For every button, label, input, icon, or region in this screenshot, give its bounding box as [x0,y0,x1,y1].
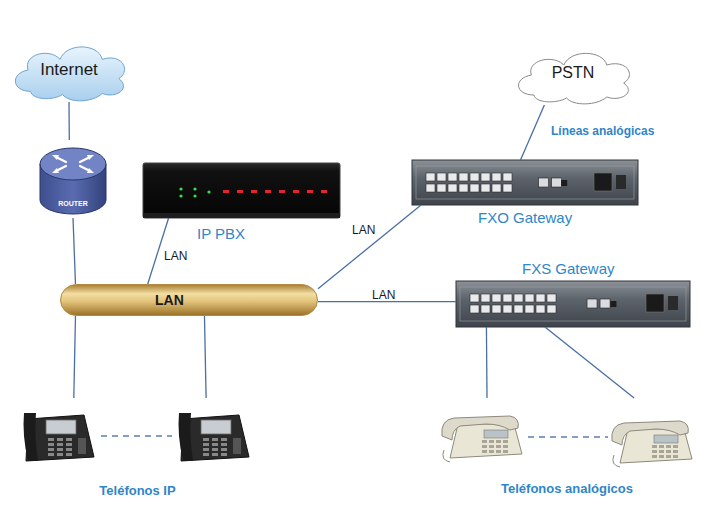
node-label: Teléfonos analógicos [438,482,696,497]
network-link [68,102,70,140]
pbx-device: IP PBX [143,163,340,218]
link-label: LAN [352,224,375,238]
gateway-device-shape [412,160,638,205]
network-cloud: PSTN [508,45,638,105]
router-icon: ROUTER [36,140,110,218]
network-link [204,316,206,398]
lan-bus: LAN [60,284,318,316]
analog-phone-group-shape [438,398,696,466]
gateway-device: FXS Gateway [456,281,690,327]
network-cloud: Internet [5,38,133,102]
lan-bus-shape [60,284,318,316]
network-link [520,105,544,160]
node-label: ROUTER [36,200,110,208]
gateway-device-shape [456,281,690,327]
ip-phone-group: Teléfonos IP [15,398,260,470]
ip-phone-group-shape [15,398,260,470]
node-label: FXO Gateway [478,209,638,226]
node-label: PSTN [508,64,638,82]
link-label: Líneas analógicas [551,125,654,139]
gateway-device: FXO Gateway [412,160,638,205]
analog-phone-group: Teléfonos analógicos [438,398,696,466]
link-label: LAN [164,250,187,264]
node-label: FXS Gateway [522,260,682,277]
node-label: IP PBX [197,225,317,242]
network-link [73,218,75,284]
link-label: LAN [372,289,395,303]
node-label: LAN [155,292,215,308]
network-link [486,327,488,398]
pbx-device-shape [143,163,340,218]
node-label: Teléfonos IP [15,484,260,499]
network-link [545,327,634,398]
node-label: Internet [5,60,133,80]
network-link [74,316,76,398]
